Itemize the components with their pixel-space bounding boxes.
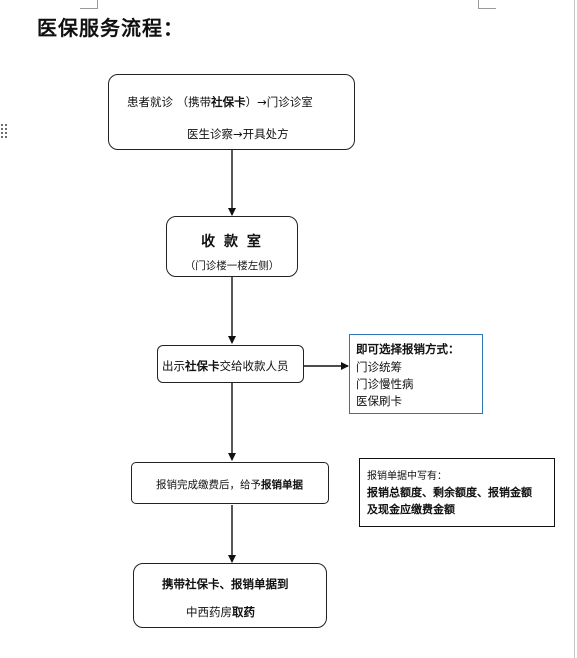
step-cashier-location: （门诊楼一楼左侧） (184, 260, 280, 272)
step-pharmacy-line2: 中西药房取药 (186, 605, 255, 619)
reimbursement-option-item: 门诊慢性病 (356, 377, 414, 391)
reimbursement-option-item: 门诊统筹 (356, 360, 402, 374)
reimbursement-options-heading: 即可选择报销方式： (356, 342, 460, 356)
reimbursement-option-item: 医保刷卡 (356, 394, 402, 408)
step-pharmacy-line1: 携带社保卡、报销单据到 (162, 577, 289, 591)
page-corner-mark-left-vertical (97, 0, 98, 8)
step-consultation-line2: 医生诊察→开具处方 (187, 127, 289, 141)
step-show-card-box[interactable]: 出示社保卡交给收款人员 (157, 345, 304, 383)
step-cashier-title: 收 款 室 (201, 234, 263, 250)
page-right-edge (574, 0, 575, 658)
move-handle-icon[interactable] (1, 124, 9, 140)
page-corner-mark-right-vertical (478, 0, 479, 8)
step-show-card-text: 出示社保卡交给收款人员 (162, 359, 289, 373)
receipt-contents-note: 报销单据中写有： 报销总额度、剩余额度、报销金额 及现金应缴费金额 (359, 458, 555, 527)
reimbursement-options-note: 即可选择报销方式： 门诊统筹 门诊慢性病 医保刷卡 (349, 334, 483, 414)
page-corner-mark-right-horizontal (478, 8, 496, 9)
receipt-contents-intro: 报销单据中写有： (367, 471, 447, 482)
receipt-contents-line1: 报销总额度、剩余额度、报销金额 (367, 486, 532, 499)
step-pharmacy-box[interactable]: 携带社保卡、报销单据到 中西药房取药 (133, 563, 327, 628)
step-cashier-box[interactable]: 收 款 室 （门诊楼一楼左侧） (166, 216, 298, 277)
document-title: 医保服务流程： (37, 16, 184, 40)
step-consultation-line1: 患者就诊 （携带社保卡）→门诊诊室 (127, 95, 313, 109)
step-receipt-box[interactable]: 报销完成缴费后，给予报销单据 (131, 462, 329, 504)
page-corner-mark-left-horizontal (80, 8, 98, 9)
receipt-contents-line2: 及现金应缴费金额 (367, 503, 455, 516)
step-consultation-box[interactable]: 患者就诊 （携带社保卡）→门诊诊室 医生诊察→开具处方 (108, 74, 355, 150)
step-receipt-text: 报销完成缴费后，给予报销单据 (156, 479, 303, 491)
